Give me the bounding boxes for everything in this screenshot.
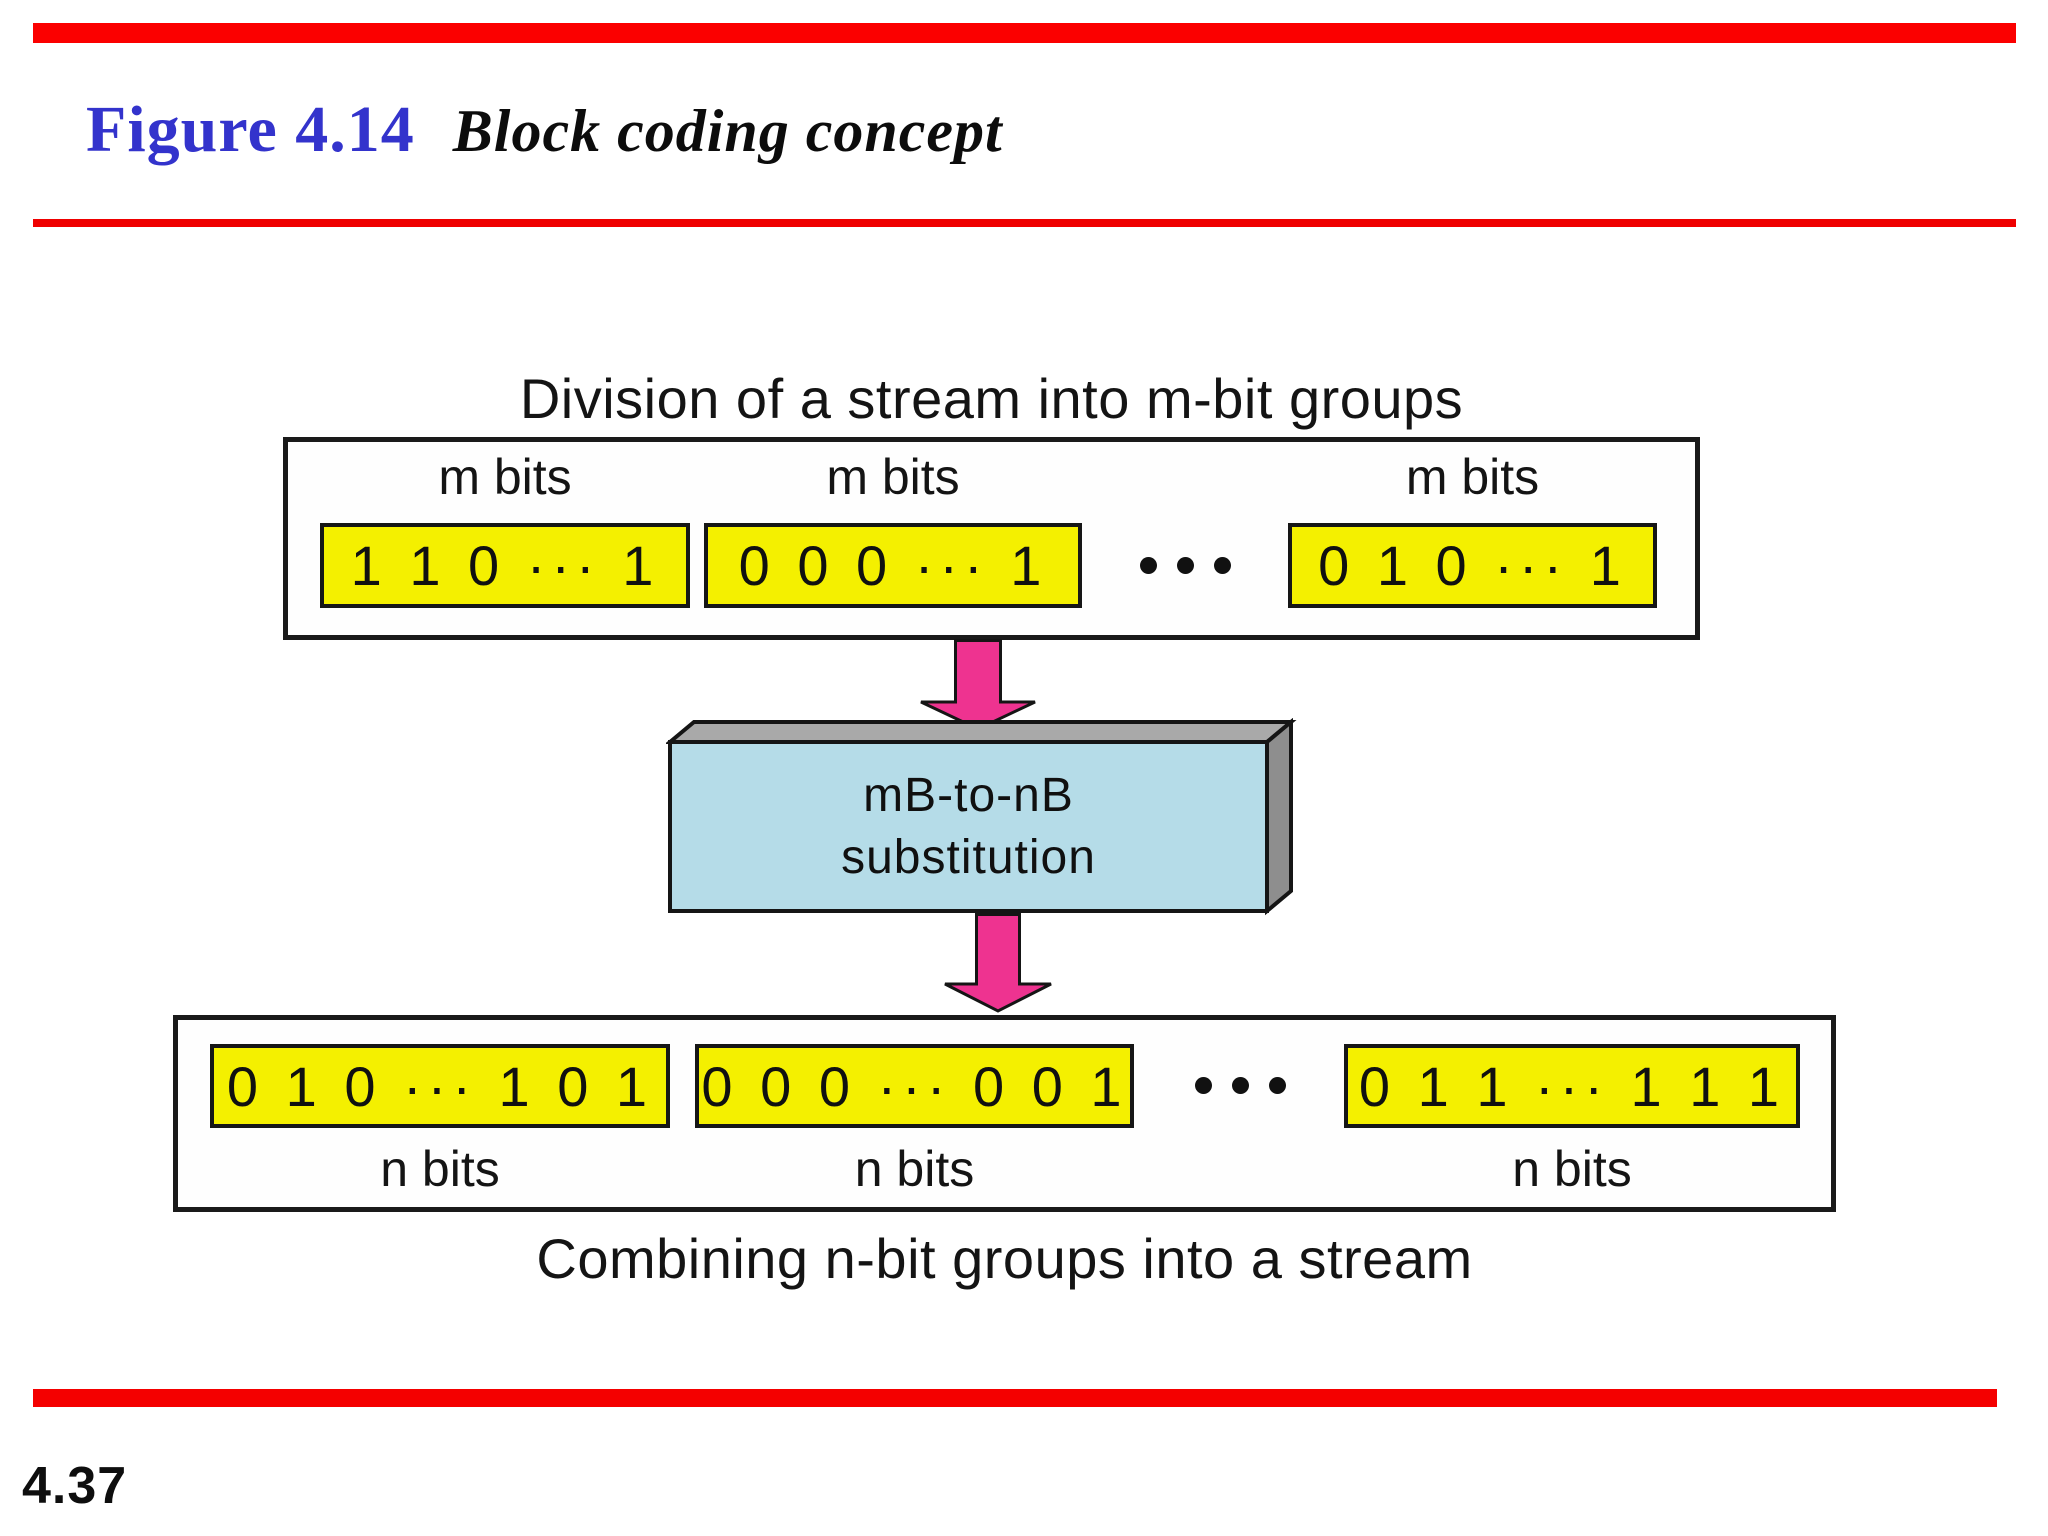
dot-icon — [1194, 1077, 1212, 1094]
bottom-accent-bar — [33, 1389, 1997, 1407]
dot-icon — [1213, 557, 1231, 574]
down-arrow-shape — [944, 913, 1052, 1013]
dot-icon — [1139, 557, 1157, 574]
dot-icon — [1231, 1077, 1249, 1094]
n-bit-block-2: 0 0 0 ··· 0 0 1 — [695, 1044, 1134, 1128]
down-arrow-icon-top — [920, 639, 1036, 731]
m-bit-block-1: 1 1 0 ··· 1 — [320, 523, 690, 608]
m-bits-label-3: m bits — [1405, 449, 1540, 505]
bottom-caption: Combining n-bit groups into a stream — [536, 1227, 1473, 1290]
dot-icon — [1176, 557, 1194, 574]
m-bit-block-3: 0 1 0 ··· 1 — [1288, 523, 1657, 608]
figure-number: Figure 4.14 — [86, 93, 415, 166]
n-bit-block-3: 0 1 1 ··· 1 1 1 — [1344, 1044, 1800, 1128]
title-row: Figure 4.14 Block coding concept — [86, 92, 1003, 168]
processor-label: mB-to-nB substitution — [670, 742, 1267, 911]
m-bit-block-2: 0 0 0 ··· 1 — [704, 523, 1082, 608]
title-divider-line — [33, 219, 2016, 227]
processor-front-face — [668, 740, 1269, 913]
processor-label-line2: substitution — [841, 830, 1096, 884]
m-bits-label-2: m bits — [826, 449, 960, 505]
ellipsis-dots-top — [1120, 557, 1250, 574]
n-bits-label-1: n bits — [380, 1141, 500, 1197]
n-bit-block-1: 0 1 0 ··· 1 0 1 — [210, 1044, 670, 1128]
down-arrow-icon-bottom — [944, 913, 1052, 1013]
processor-right-face — [1265, 718, 1293, 916]
processor-label-line1: mB-to-nB — [863, 768, 1074, 822]
processor-top-face — [666, 720, 1297, 744]
m-bits-label-1: m bits — [438, 449, 572, 505]
top-accent-bar — [33, 23, 2016, 43]
figure-title: Block coding concept — [452, 98, 1003, 164]
processor-box-3d — [666, 718, 1297, 916]
n-bits-label-3: n bits — [1512, 1141, 1632, 1197]
top-caption: Division of a stream into m-bit groups — [519, 367, 1464, 430]
dot-icon — [1268, 1077, 1286, 1094]
ellipsis-dots-bottom — [1175, 1077, 1305, 1094]
n-bits-label-2: n bits — [854, 1141, 975, 1197]
down-arrow-shape — [920, 639, 1036, 731]
page-number: 4.37 — [22, 1457, 128, 1515]
